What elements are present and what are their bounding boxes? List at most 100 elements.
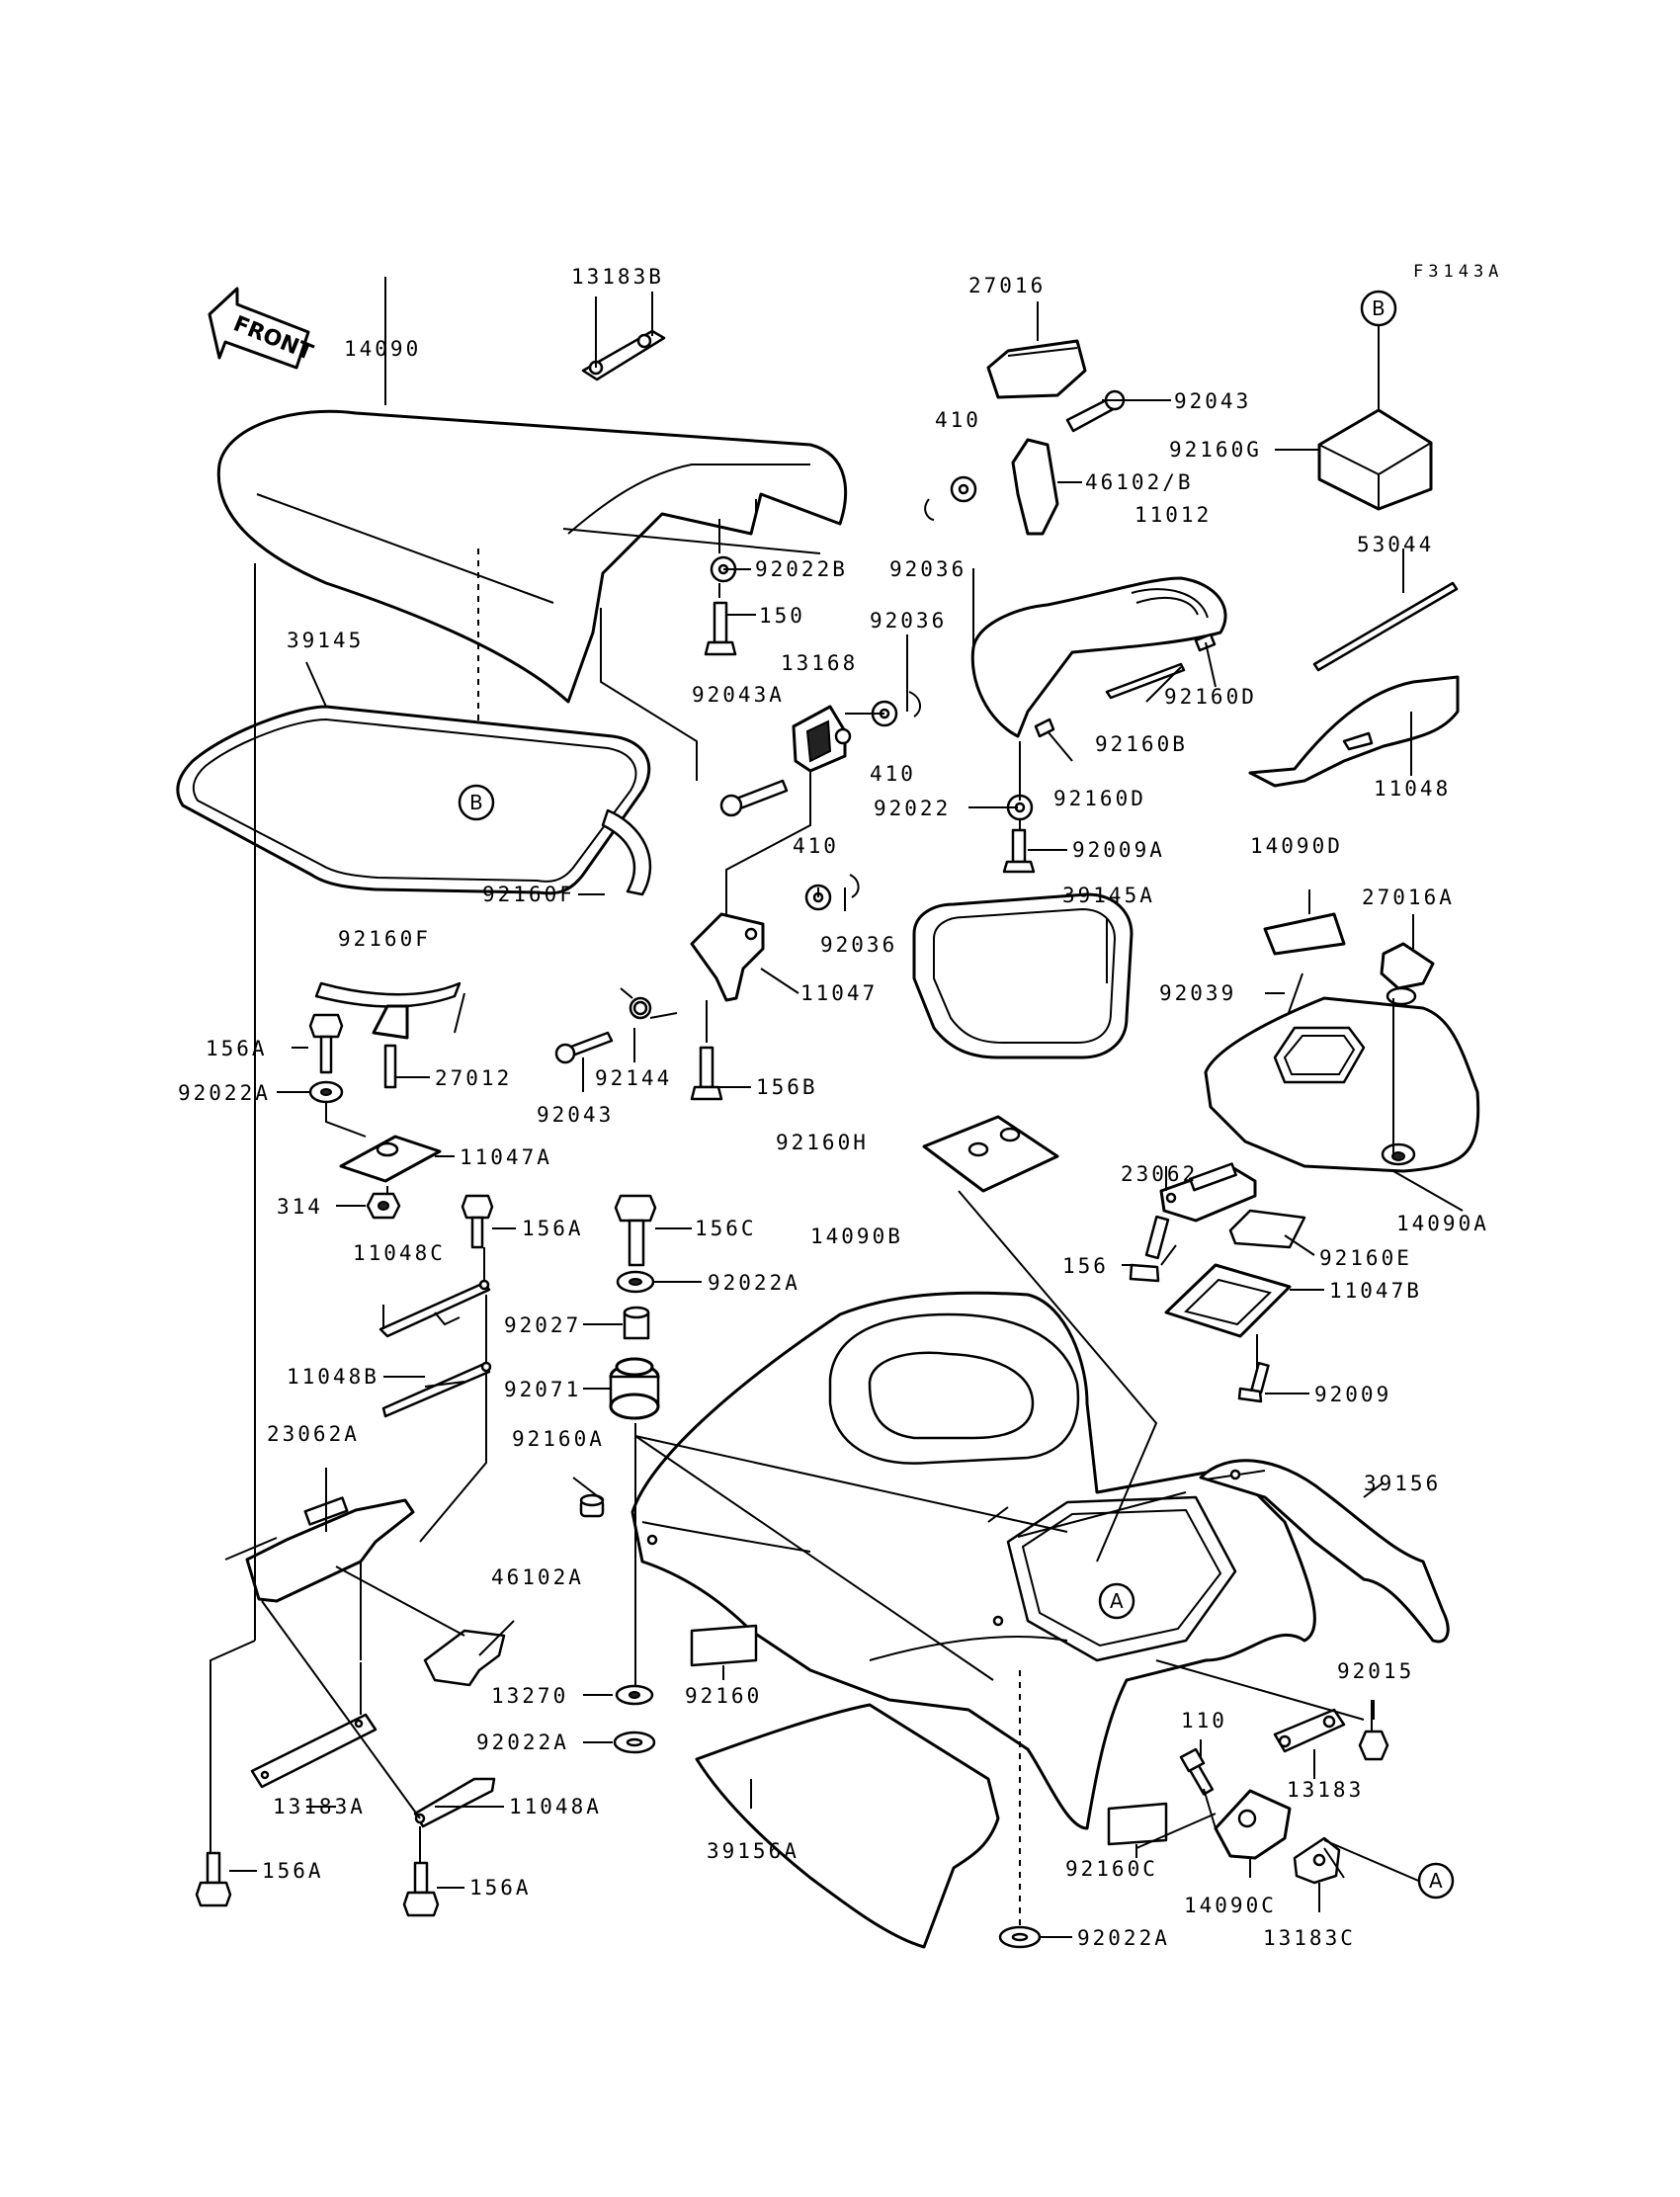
cap-27016A [1380, 942, 1435, 1006]
seal-39145A [912, 892, 1134, 1059]
pin-92043 [554, 1031, 614, 1064]
ref-marker-a-cowl: A [1098, 1582, 1135, 1620]
lid-14090A [1204, 996, 1480, 1173]
plate-11047B [1164, 1263, 1292, 1338]
bracket-11048A [413, 1777, 496, 1828]
label-13183: 13183 [1287, 1778, 1364, 1802]
strip-92160F-a [601, 808, 652, 896]
label-92144: 92144 [595, 1066, 672, 1090]
pad-92160H [922, 1115, 1059, 1193]
label-23062A: 23062A [267, 1422, 360, 1446]
svg-text:B: B [1372, 296, 1386, 320]
label-11047B: 11047B [1329, 1279, 1422, 1303]
label-27016: 27016 [968, 274, 1046, 297]
label-92160: 92160 [685, 1684, 762, 1708]
seat-14090 [216, 409, 847, 781]
label-92022A-b: 92022A [708, 1271, 800, 1295]
spring-92144 [620, 987, 678, 1020]
label-410-low: 410 [793, 834, 839, 858]
label-27012: 27012 [435, 1066, 512, 1090]
label-27016A: 27016A [1362, 886, 1455, 909]
bolt-156A-a [308, 1013, 344, 1074]
plate-13183A [250, 1713, 378, 1789]
label-46102A: 46102A [491, 1565, 584, 1589]
label-92160A: 92160A [512, 1427, 605, 1451]
label-156A-b: 156A [522, 1217, 584, 1240]
label-13168: 13168 [781, 651, 858, 675]
label-92160E: 92160E [1319, 1246, 1412, 1270]
pad-92160D-a [1194, 633, 1217, 652]
bolt-156C [614, 1194, 657, 1267]
trim-39156 [1199, 1459, 1450, 1644]
label-92022A-a: 92022A [178, 1081, 271, 1105]
hinge-23062A [224, 1496, 415, 1603]
collar-92027 [623, 1306, 650, 1340]
ref-marker-b-seat: B [458, 784, 495, 821]
label-156: 156 [1062, 1254, 1109, 1278]
label-92039: 92039 [1159, 981, 1236, 1005]
label-39156: 39156 [1364, 1472, 1441, 1495]
bracket-11048 [1248, 675, 1460, 788]
label-92015: 92015 [1337, 1659, 1414, 1683]
bolt-150 [704, 601, 737, 656]
panel-39156A [695, 1703, 1000, 1949]
label-39145: 39145 [287, 629, 364, 652]
part-labels: 13183B 14090 27016 92043 410 46102/B 921… [178, 265, 1489, 1950]
label-92022: 92022 [874, 797, 951, 820]
label-14090D: 14090D [1250, 834, 1343, 858]
pin-92043A [719, 779, 789, 817]
ref-marker-a-bracket: A [1417, 1862, 1455, 1900]
plate-13183 [1273, 1708, 1346, 1753]
pad-92160D-b [1034, 718, 1055, 738]
label-11047A: 11047A [460, 1145, 552, 1169]
bolt-92009A [1002, 828, 1036, 874]
label-92160D-a: 92160D [1164, 685, 1257, 709]
label-14090B: 14090B [810, 1225, 903, 1248]
label-156C: 156C [695, 1217, 757, 1240]
label-314: 314 [277, 1195, 323, 1219]
label-92071: 92071 [504, 1378, 581, 1401]
label-39145A: 39145A [1062, 884, 1155, 907]
label-92043A: 92043A [692, 683, 785, 707]
label-11048B: 11048B [287, 1365, 379, 1389]
clip-92036-low [849, 874, 860, 898]
label-46102B: 46102/B [1085, 470, 1194, 494]
label-23062: 23062 [1121, 1162, 1198, 1186]
label-410-top: 410 [935, 408, 981, 432]
pad-92160C [1107, 1802, 1168, 1846]
label-92160D-b: 92160D [1053, 787, 1146, 810]
cover-27016 [986, 339, 1087, 399]
strip-92160F-b [314, 981, 462, 1008]
label-92043-low: 92043 [537, 1103, 614, 1127]
label-110: 110 [1181, 1709, 1227, 1732]
svg-text:A: A [1429, 1869, 1443, 1893]
diagram-code: F3143A [1413, 262, 1503, 282]
bracket-11047 [690, 912, 765, 1002]
grommet-92071 [609, 1357, 660, 1420]
label-39156A: 39156A [707, 1839, 799, 1863]
hinge-23062 [1159, 1162, 1257, 1223]
label-13183B: 13183B [571, 265, 664, 289]
leader-lines [229, 277, 1464, 1938]
label-92160G: 92160G [1169, 438, 1262, 462]
label-150: 150 [759, 604, 805, 628]
label-156A-c: 156A [262, 1859, 324, 1883]
label-13183C: 13183C [1263, 1926, 1356, 1950]
label-14090A: 14090A [1396, 1212, 1489, 1235]
bolt-156A-b [461, 1194, 494, 1249]
label-53044: 53044 [1357, 533, 1434, 556]
pad-46102A [423, 1629, 506, 1687]
label-92160F-b: 92160F [338, 927, 431, 951]
label-92043-top: 92043 [1174, 389, 1251, 413]
strip-53044 [1312, 581, 1459, 672]
bracket-14090C [1214, 1789, 1292, 1860]
label-11047: 11047 [800, 981, 878, 1005]
label-156A-a: 156A [206, 1037, 268, 1060]
label-11048: 11048 [1374, 777, 1451, 801]
bolt-92009 [1237, 1361, 1270, 1403]
label-410-mid: 410 [870, 762, 916, 786]
bracket-13183C [1293, 1836, 1341, 1885]
label-92160C: 92160C [1065, 1857, 1158, 1881]
connector-lines [210, 296, 1424, 1927]
label-92009A: 92009A [1072, 838, 1165, 862]
